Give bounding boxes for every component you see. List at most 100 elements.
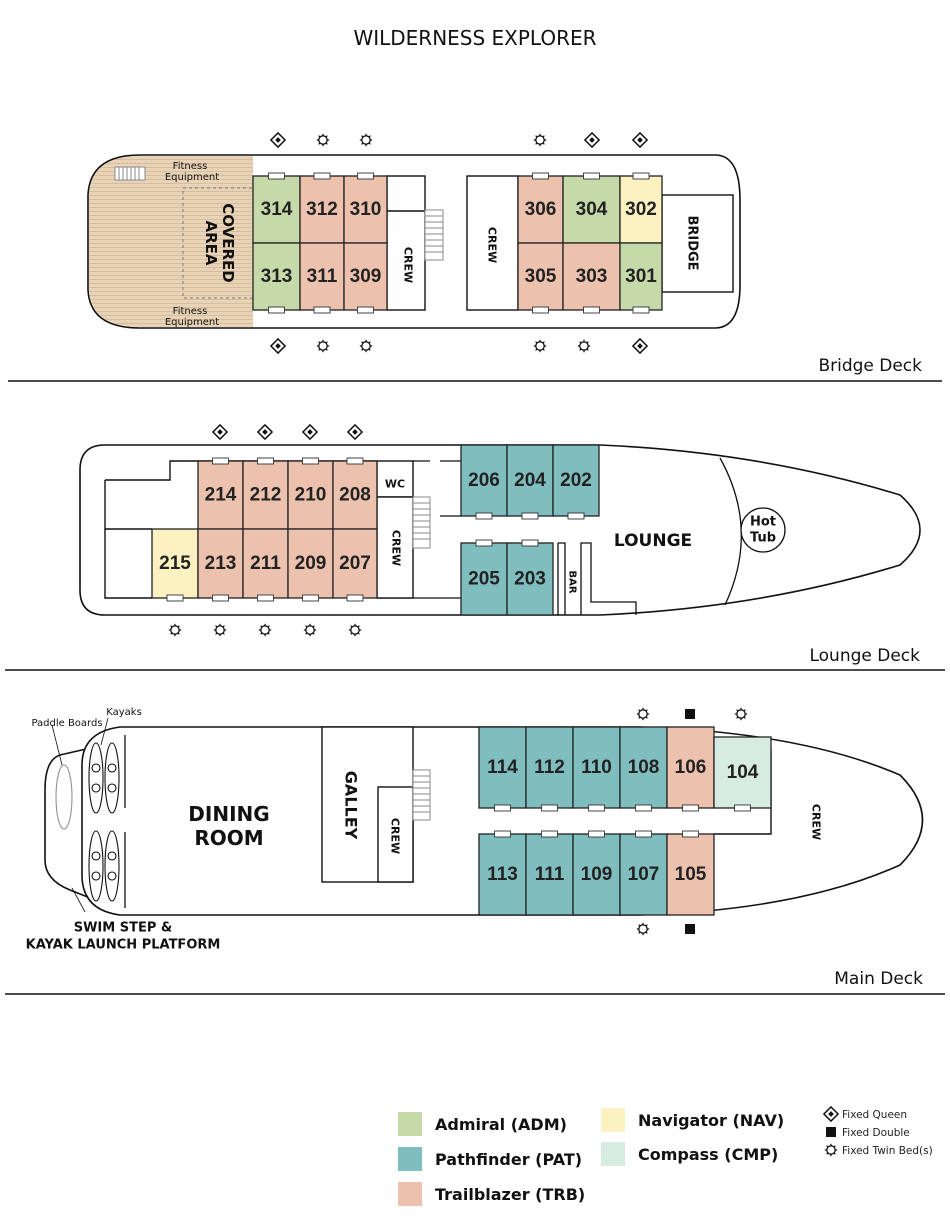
cabin-109[interactable]: 109 <box>572 830 621 916</box>
cabin-105[interactable]: 105 <box>666 830 715 916</box>
cabin-number: 204 <box>514 470 546 491</box>
window-icon <box>541 830 558 838</box>
cabin-113[interactable]: 113 <box>478 830 527 916</box>
kayak-icons <box>88 742 120 902</box>
fixed-twin-icon <box>636 707 650 721</box>
cabin-number: 109 <box>581 864 613 885</box>
cabin-110[interactable]: 110 <box>572 726 621 812</box>
cabin-210[interactable]: 210 <box>287 457 334 530</box>
kayaks-label: Kayaks <box>106 707 142 718</box>
cabin-108[interactable]: 108 <box>619 726 668 812</box>
window-icon <box>475 512 493 520</box>
cabin-number: 203 <box>514 569 546 590</box>
cabin-number: 305 <box>525 266 557 287</box>
bar <box>557 542 637 615</box>
galley-label: GALLEY <box>342 771 361 840</box>
covered-area-label: COVERED <box>219 203 237 282</box>
cabin-310[interactable]: 310 <box>343 172 388 244</box>
hot-tub-label: Hot <box>750 515 776 530</box>
window-icon <box>357 172 374 180</box>
cabin-202[interactable]: 202 <box>552 444 600 520</box>
window-icon <box>583 306 600 314</box>
cabin-207[interactable]: 207 <box>332 528 378 602</box>
cabin-213[interactable]: 213 <box>197 528 244 602</box>
cabin-number: 313 <box>261 266 293 287</box>
bridge-label: BRIDGE <box>685 215 700 270</box>
cabin-112[interactable]: 112 <box>525 726 574 812</box>
fixed-double-icon <box>685 709 695 719</box>
cabin-number: 209 <box>295 553 327 574</box>
cabin-number: 314 <box>261 199 293 220</box>
window-icon <box>682 830 699 838</box>
cabin-206[interactable]: 206 <box>460 444 508 520</box>
cabin-number: 304 <box>576 199 608 220</box>
hot-tub <box>740 507 786 553</box>
cabin-number: 106 <box>675 757 707 778</box>
fixed-twin-icon <box>359 339 373 353</box>
stairs-icon <box>114 166 146 181</box>
swim-step-label: KAYAK LAUNCH PLATFORM <box>26 938 221 953</box>
window-icon <box>212 457 229 465</box>
legend-swatch <box>398 1182 422 1206</box>
window-icon <box>268 172 285 180</box>
cabin-number: 104 <box>727 762 759 783</box>
cabin-106[interactable]: 106 <box>666 726 715 812</box>
cabin-215[interactable]: 215 <box>151 528 199 602</box>
fixed-twin-icon <box>577 339 591 353</box>
legend-item-trb: Trailblazer (TRB) <box>398 1182 585 1206</box>
cabin-211[interactable]: 211 <box>242 528 289 602</box>
window-icon <box>346 457 364 465</box>
dining-room-label: DINING <box>188 802 269 826</box>
cabin-204[interactable]: 204 <box>506 444 554 520</box>
cabin-203[interactable]: 203 <box>506 539 554 616</box>
crew-label: CREW <box>810 804 823 840</box>
cabin-214[interactable]: 214 <box>197 457 244 530</box>
cabin-number: 206 <box>468 470 500 491</box>
legend-swatch <box>601 1108 625 1132</box>
stairs-icon <box>424 209 444 261</box>
cabin-313[interactable]: 313 <box>252 242 301 314</box>
fitness-label: Equipment <box>165 172 219 183</box>
cabin-311[interactable]: 311 <box>299 242 345 314</box>
cabin-114[interactable]: 114 <box>478 726 527 812</box>
cabin-305[interactable]: 305 <box>517 242 564 314</box>
window-icon <box>346 594 364 602</box>
cabin-302[interactable]: 302 <box>619 172 663 244</box>
cabin-205[interactable]: 205 <box>460 539 508 616</box>
window-icon <box>257 457 274 465</box>
cabin-309[interactable]: 309 <box>343 242 388 314</box>
fixed-queen-icon <box>631 131 649 149</box>
legend-swatch <box>398 1147 422 1171</box>
cabin-209[interactable]: 209 <box>287 528 334 602</box>
cabin-111[interactable]: 111 <box>525 830 574 916</box>
cabin-107[interactable]: 107 <box>619 830 668 916</box>
cabin-208[interactable]: 208 <box>332 457 378 530</box>
legend-label: Pathfinder (PAT) <box>435 1150 582 1169</box>
cabin-number: 112 <box>534 757 565 778</box>
cabin-303[interactable]: 303 <box>562 242 621 314</box>
window-icon <box>682 804 699 812</box>
cabin-312[interactable]: 312 <box>299 172 345 244</box>
fixed-double-icon <box>685 924 695 934</box>
fixed-queen-icon <box>301 423 319 441</box>
fixed-queen-icon <box>631 337 649 355</box>
cabin-number: 111 <box>535 864 565 885</box>
cabin-number: 205 <box>468 569 500 590</box>
crew-area <box>377 786 414 883</box>
cabin-212[interactable]: 212 <box>242 457 289 530</box>
cabin-number: 105 <box>675 864 707 885</box>
window-icon <box>532 172 549 180</box>
cabin-301[interactable]: 301 <box>619 242 663 314</box>
covered-area-label: AREA <box>202 220 220 265</box>
fitness-label: Fitness <box>173 161 208 172</box>
cabin-306[interactable]: 306 <box>517 172 564 244</box>
fixed-queen-icon <box>583 131 601 149</box>
window-icon <box>268 306 285 314</box>
fixed-twin-icon <box>303 623 317 637</box>
window-icon <box>475 539 493 547</box>
cabin-314[interactable]: 314 <box>252 172 301 244</box>
cabin-104[interactable]: 104 <box>713 736 772 812</box>
cabin-number: 107 <box>628 864 660 885</box>
window-icon <box>302 457 319 465</box>
cabin-304[interactable]: 304 <box>562 172 621 244</box>
